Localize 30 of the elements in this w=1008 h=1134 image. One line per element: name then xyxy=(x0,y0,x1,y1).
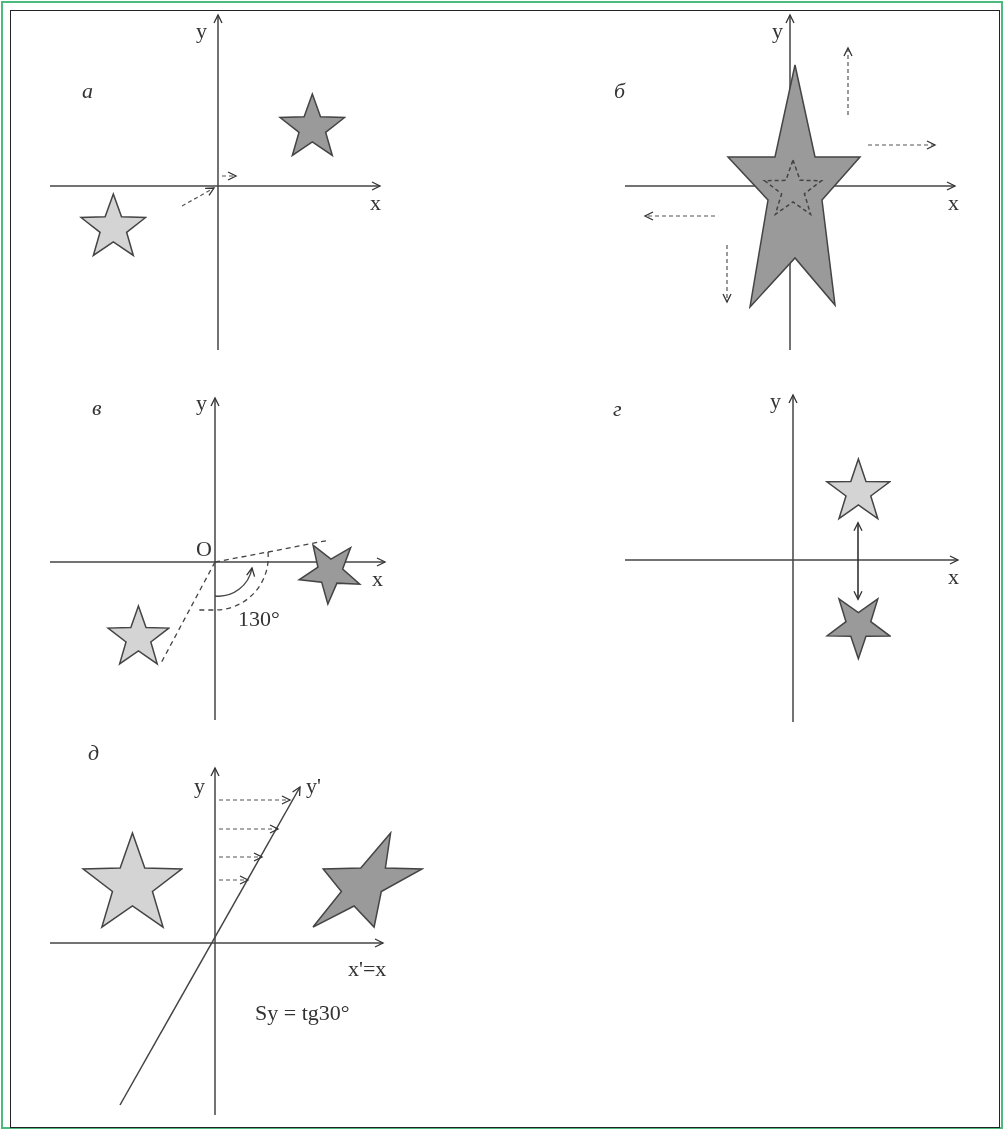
axis-label: x xyxy=(370,192,381,214)
axis-label: y' xyxy=(306,775,321,797)
axis-label: y xyxy=(772,20,783,42)
formula-text: Sy = tg30° xyxy=(255,1002,350,1024)
star-shape xyxy=(80,831,184,930)
axis-label: y xyxy=(770,390,781,412)
axis-label: y xyxy=(196,20,207,42)
star-shape xyxy=(78,192,148,258)
star-shape xyxy=(277,92,347,158)
star-shape xyxy=(105,604,171,666)
origin-label: O xyxy=(196,538,212,560)
star-shape xyxy=(296,542,362,606)
panel-letter: б xyxy=(614,80,626,102)
axis-label: x xyxy=(372,568,383,590)
star-shape xyxy=(762,157,824,217)
double-arrow xyxy=(853,521,863,601)
panel-letter: д xyxy=(88,742,100,764)
panel-letter: а xyxy=(82,80,93,102)
star-shape xyxy=(726,63,862,309)
angle-label: 130° xyxy=(238,608,280,630)
axis-label: x xyxy=(948,192,959,214)
axis-label: y xyxy=(196,392,207,414)
star-shape xyxy=(824,597,892,661)
axis-label: x'=x xyxy=(348,958,387,980)
panel-letter: г xyxy=(613,398,622,420)
panel-letter: в xyxy=(92,397,102,419)
axis-label: y xyxy=(194,775,205,797)
star-shape xyxy=(311,831,425,930)
star-shape xyxy=(824,457,892,521)
axis-label: x xyxy=(948,566,959,588)
